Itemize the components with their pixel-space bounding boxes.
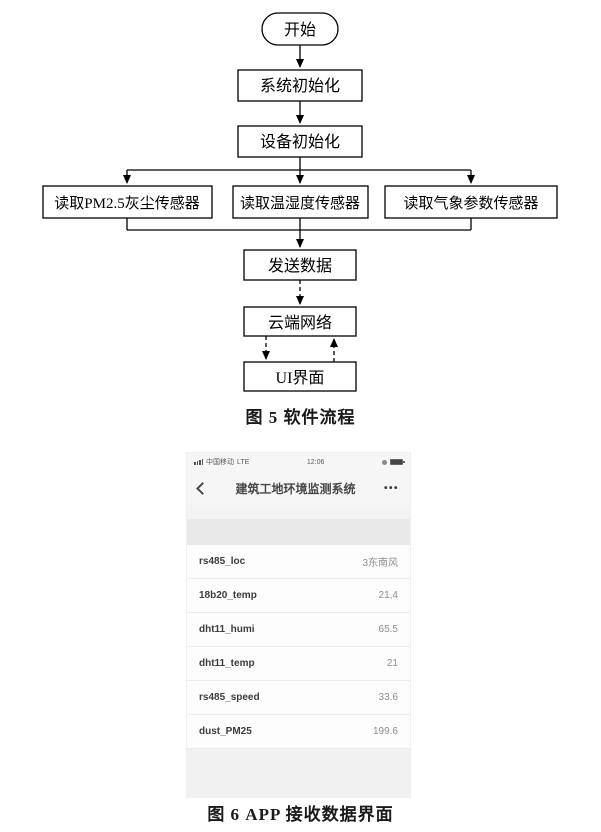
- list-item[interactable]: dht11_humi 65.5: [187, 613, 410, 647]
- flow-node-send-data-label: 发送数据: [268, 257, 332, 275]
- figure5-caption: 图 5 软件流程: [245, 408, 356, 427]
- signal-bars-icon: [194, 459, 203, 465]
- field-value: 3东南风: [362, 558, 398, 569]
- battery-icon: [389, 459, 405, 465]
- field-value: 199.6: [372, 726, 398, 737]
- app-title: 建筑工地环境监测系统: [235, 481, 356, 496]
- field-value: 33.6: [378, 692, 398, 703]
- flow-node-read-pm25-label: 读取PM2.5灰尘传感器: [54, 195, 199, 212]
- field-label: dust_PM25: [199, 726, 252, 737]
- phone-footer: [187, 749, 410, 797]
- list-item[interactable]: rs485_speed 33.6: [187, 681, 410, 715]
- data-list: rs485_loc 3东南风 18b20_temp 21,4 dht11_hum…: [187, 545, 410, 749]
- location-icon: [381, 459, 387, 465]
- flow-node-ui-label: UI界面: [276, 369, 325, 387]
- field-label: rs485_speed: [199, 692, 260, 703]
- flow-node-read-temphumi-label: 读取温湿度传感器: [240, 195, 360, 212]
- back-chevron-icon[interactable]: [196, 481, 209, 495]
- field-value: 65.5: [378, 624, 398, 635]
- status-right: [381, 459, 405, 465]
- flow-node-read-weather-label: 读取气象参数传感器: [403, 195, 538, 212]
- flow-node-cloud: [243, 306, 357, 337]
- network-type-label: LTE: [237, 458, 250, 466]
- field-label: rs485_loc: [199, 556, 246, 567]
- list-item[interactable]: 18b20_temp 21,4: [187, 579, 410, 613]
- flow-node-sys-init-label: 系统初始化: [260, 77, 340, 95]
- flow-node-cloud-label: 云端网络: [268, 313, 332, 332]
- app-screenshot: 中国移动 LTE 12:06 建筑工地环境监测系统 ••• rs485_loc …: [187, 453, 410, 797]
- section-gap: [187, 505, 410, 519]
- field-label: dht11_humi: [199, 624, 255, 635]
- more-menu-button[interactable]: •••: [383, 482, 399, 494]
- flow-node-sys-init: [237, 69, 363, 102]
- flow-node-read-weather: [384, 185, 558, 219]
- section-band: [187, 519, 410, 545]
- field-value: 21,4: [378, 590, 398, 601]
- field-value: 21: [386, 658, 398, 669]
- figure6-caption: 图 6 APP 接收数据界面: [207, 805, 394, 824]
- flow-node-read-temphumi: [232, 185, 369, 219]
- list-item[interactable]: dht11_temp 21: [187, 647, 410, 681]
- clock-label: 12:06: [306, 458, 325, 466]
- software-flowchart: 开始 系统初始化 设备初始化 读取PM2.5灰尘传感器 读取温湿度传感器 读取气…: [42, 12, 558, 392]
- status-bar: 中国移动 LTE 12:06: [187, 453, 410, 471]
- nav-bar: 建筑工地环境监测系统 •••: [187, 471, 410, 505]
- flow-node-ui: [243, 361, 357, 392]
- list-item[interactable]: rs485_loc 3东南风: [187, 545, 410, 579]
- flow-node-dev-init-label: 设备初始化: [260, 133, 340, 151]
- flow-node-start-label: 开始: [284, 21, 316, 39]
- field-label: 18b20_temp: [199, 590, 257, 601]
- status-left: 中国移动 LTE: [194, 457, 249, 467]
- carrier-label: 中国移动: [206, 459, 234, 466]
- list-item[interactable]: dust_PM25 199.6: [187, 715, 410, 749]
- field-label: dht11_temp: [199, 658, 255, 669]
